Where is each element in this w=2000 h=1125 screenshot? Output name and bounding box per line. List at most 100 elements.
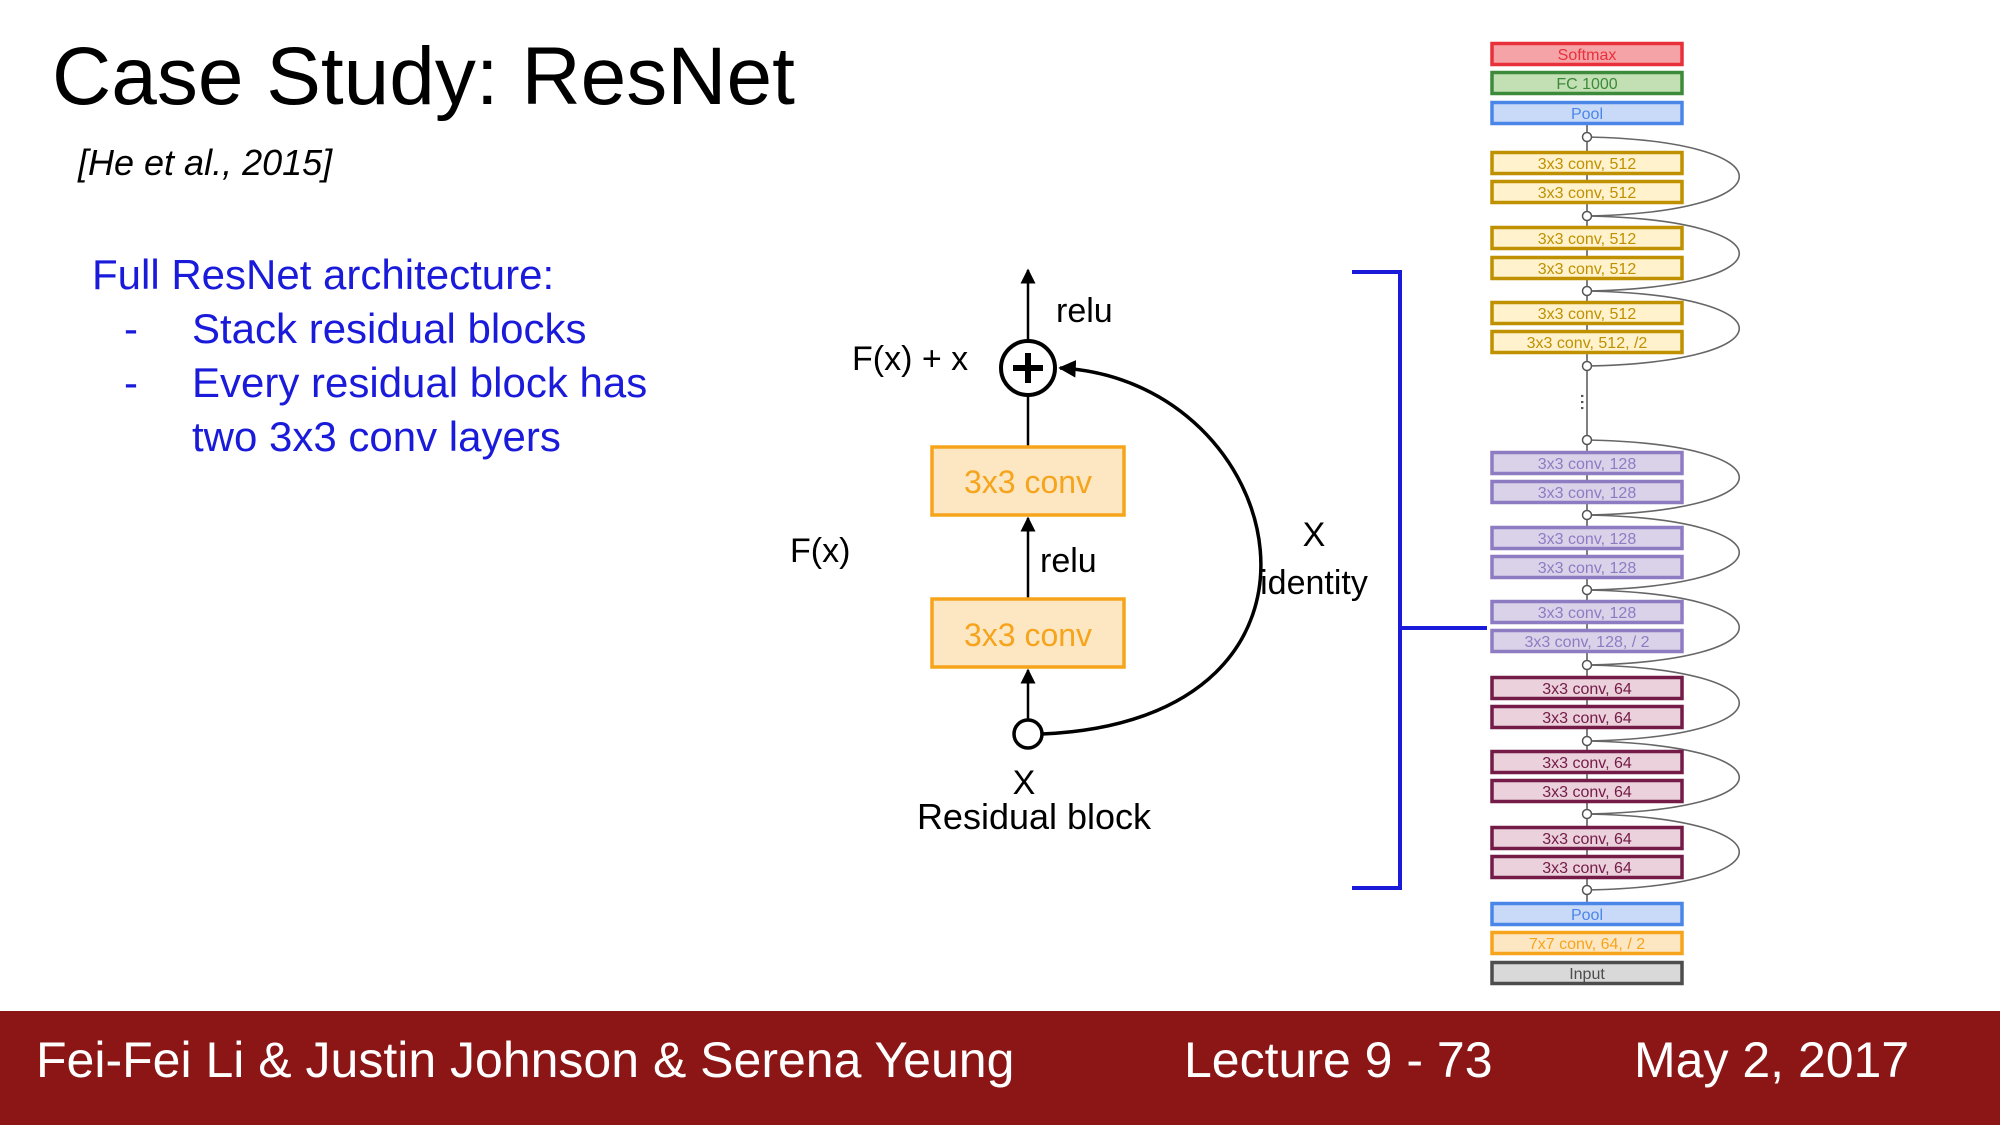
stack-layer-label: 3x3 conv, 128, / 2 xyxy=(1524,634,1649,651)
bullet-text: Stack residual blocks xyxy=(192,305,587,352)
stack-layer xyxy=(1490,960,1684,986)
stack-layer-label: 3x3 conv, 64 xyxy=(1542,784,1632,801)
skip-connection xyxy=(1586,740,1741,815)
junction-dot xyxy=(1581,434,1593,446)
stack-layer xyxy=(1490,778,1684,804)
skip-connection xyxy=(1586,514,1741,591)
stack-layer xyxy=(1490,300,1684,326)
junction-dot xyxy=(1581,884,1593,896)
skip-connection xyxy=(1586,589,1741,666)
stack-layer xyxy=(1490,41,1684,67)
skip-connection xyxy=(1586,136,1741,217)
bullet-heading: Full ResNet architecture: xyxy=(92,251,555,298)
stack-ellipsis: ... xyxy=(1576,393,1601,411)
junction-dot xyxy=(1581,735,1593,747)
identity-label: identity xyxy=(1260,564,1368,602)
stack-layer xyxy=(1490,628,1684,654)
bullet-item: - Stack residual blocks xyxy=(92,302,647,356)
stack-layer-label: Pool xyxy=(1571,106,1603,123)
stack-layer-label: 3x3 conv, 64 xyxy=(1542,710,1632,727)
stack-layer xyxy=(1490,450,1684,476)
stack-layer xyxy=(1490,100,1684,126)
junction-dot xyxy=(1581,285,1593,297)
bullet-text: Every residual block has xyxy=(192,359,648,406)
skip-connection xyxy=(1586,664,1741,742)
bullet-continuation: two 3x3 conv layers xyxy=(192,413,561,460)
stack-layer-label: 3x3 conv, 512 xyxy=(1538,156,1637,173)
stack-layer-label: Input xyxy=(1569,966,1605,983)
stack-layer xyxy=(1490,150,1684,176)
stack-layer-label: Pool xyxy=(1571,907,1603,924)
stack-layer-label: 3x3 conv, 128 xyxy=(1538,456,1637,473)
stack-layer-label: 3x3 conv, 64 xyxy=(1542,681,1632,698)
top-relu-label: relu xyxy=(1056,292,1113,330)
footer-date: May 2, 2017 xyxy=(1634,1032,1910,1088)
stack-layer xyxy=(1490,329,1684,355)
slide-title: Case Study: ResNet xyxy=(52,31,795,122)
junction-dot xyxy=(1581,659,1593,671)
stack-layer xyxy=(1490,854,1684,880)
stack-layer xyxy=(1490,675,1684,701)
stack-layer-label: FC 1000 xyxy=(1556,76,1617,93)
skip-connection xyxy=(1586,290,1741,367)
stack-layer-label: 3x3 conv, 64 xyxy=(1542,831,1632,848)
stack-layer-label: 3x3 conv, 64 xyxy=(1542,860,1632,877)
stack-layer-label: 3x3 conv, 512 xyxy=(1538,306,1637,323)
stack-layer xyxy=(1490,825,1684,851)
input-x-label: X xyxy=(1013,764,1036,802)
junction-dot xyxy=(1581,808,1593,820)
stack-layer xyxy=(1490,749,1684,775)
bullet-list: Full ResNet architecture: - Stack residu… xyxy=(92,248,647,464)
stack-layer-label: 3x3 conv, 512 xyxy=(1538,261,1637,278)
stack-layer-label: 3x3 conv, 512 xyxy=(1538,185,1637,202)
resnet-diagram: relu F(x) + x 3x3 conv relu F(x) 3x3 con… xyxy=(790,41,1741,986)
stack-layer xyxy=(1490,554,1684,580)
identity-shortcut xyxy=(1041,360,1263,736)
stack-layer xyxy=(1490,70,1684,96)
footer-bar: Fei-Fei Li & Justin Johnson & Serena Yeu… xyxy=(0,1011,2000,1125)
junction-dot xyxy=(1581,131,1593,143)
stack-layer xyxy=(1490,599,1684,625)
stack-layer-label: 3x3 conv, 128 xyxy=(1538,485,1637,502)
footer-authors: Fei-Fei Li & Justin Johnson & Serena Yeu… xyxy=(36,1032,1015,1088)
junction-dot xyxy=(1581,509,1593,521)
conv-box-bottom-label: 3x3 conv xyxy=(964,617,1092,653)
bullet-item: - Every residual block has xyxy=(92,356,647,410)
stack-layer-label: 3x3 conv, 512 xyxy=(1538,231,1637,248)
conv-box-top-label: 3x3 conv xyxy=(964,464,1092,500)
stack-layer-label: 3x3 conv, 128 xyxy=(1538,531,1637,548)
stack-layer xyxy=(1490,225,1684,251)
stack-layer-label: 3x3 conv, 128 xyxy=(1538,605,1637,622)
footer-lecture: Lecture 9 - 73 xyxy=(1184,1032,1493,1088)
stack-layer xyxy=(1490,901,1684,927)
identity-x-label: X xyxy=(1303,516,1326,554)
bullet-dash: - xyxy=(124,305,138,352)
residual-block-caption: Residual block xyxy=(917,796,1152,837)
bullet-dash: - xyxy=(124,359,138,406)
skip-connection xyxy=(1586,215,1741,292)
stack-layer-label: 3x3 conv, 128 xyxy=(1538,560,1637,577)
junction-dot xyxy=(1581,584,1593,596)
residual-block: relu F(x) + x 3x3 conv relu F(x) 3x3 con… xyxy=(790,268,1368,837)
stack-layer-label: 3x3 conv, 64 xyxy=(1542,755,1632,772)
skip-connection xyxy=(1586,813,1741,891)
input-node xyxy=(1012,718,1044,750)
stack-layer-label: 7x7 conv, 64, / 2 xyxy=(1529,936,1645,953)
stack-layer-label: 3x3 conv, 512, /2 xyxy=(1527,335,1648,352)
stack-layer xyxy=(1490,479,1684,505)
citation: [He et al., 2015] xyxy=(78,142,333,183)
junction-dot xyxy=(1581,360,1593,372)
mid-relu-label: relu xyxy=(1040,542,1097,580)
stack-layer xyxy=(1490,255,1684,281)
conv-box-bottom xyxy=(930,597,1126,669)
skip-connection xyxy=(1586,439,1741,516)
conv-box-top xyxy=(930,445,1126,517)
junction-dot xyxy=(1581,210,1593,222)
fx-label: F(x) xyxy=(790,532,850,570)
blue-bracket xyxy=(1352,270,1487,890)
stack-layer-label: Softmax xyxy=(1558,47,1617,64)
stack-layer xyxy=(1490,704,1684,730)
sum-label: F(x) + x xyxy=(852,340,968,378)
stack-layer xyxy=(1490,179,1684,205)
